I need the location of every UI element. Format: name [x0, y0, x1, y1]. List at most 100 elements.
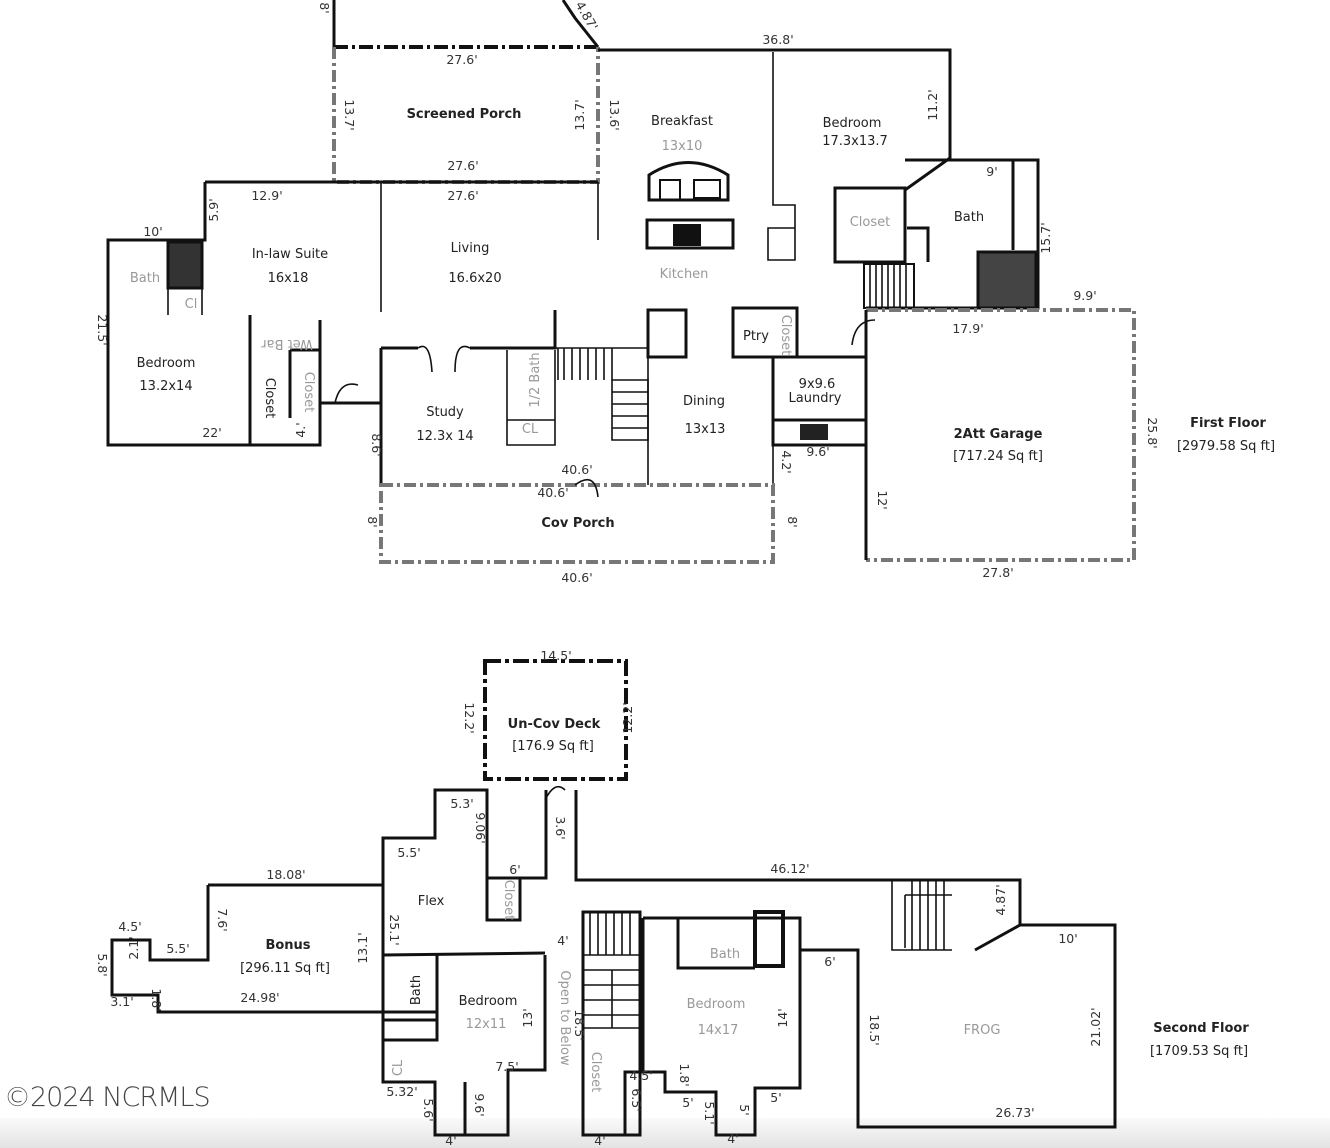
- room-label: Laundry: [789, 391, 842, 406]
- dimension-label: 2.1': [126, 936, 141, 959]
- room-label: Bath: [710, 947, 740, 962]
- dimension-label: 27.6': [447, 188, 478, 203]
- room-label: Kitchen: [660, 267, 709, 282]
- dimension-label: 4.87': [993, 884, 1008, 915]
- dimension-label: 12.9': [251, 188, 282, 203]
- room-size: 13.2x14: [139, 379, 192, 394]
- dimension-label: 6.5': [629, 1088, 644, 1111]
- dimension-label: 6': [824, 954, 835, 969]
- dimension-label: 9.06': [473, 812, 488, 843]
- dimension-label: 5.5': [166, 941, 189, 956]
- room-label: Flex: [418, 894, 445, 909]
- room-size: 12x11: [466, 1017, 507, 1032]
- room-label: Bath: [409, 975, 424, 1005]
- room-label: Screened Porch: [407, 107, 522, 122]
- room-label: Ptry: [743, 329, 769, 344]
- bottom-band: [0, 1118, 1330, 1148]
- room-label: Bath: [954, 210, 984, 225]
- room-label: CL: [522, 422, 539, 437]
- room-label: Open to Below: [557, 970, 572, 1066]
- dimension-label: 3.6': [553, 816, 568, 839]
- room-size: [717.24 Sq ft]: [953, 449, 1043, 464]
- dimension-label: 13': [520, 1008, 535, 1027]
- room-size: [296.11 Sq ft]: [240, 961, 330, 976]
- room-label: FROG: [964, 1023, 1001, 1038]
- room-label: Closet: [850, 215, 891, 230]
- dimension-label: 5.5': [397, 845, 420, 860]
- dimension-label: 12': [875, 490, 890, 509]
- dimension-label: 8': [785, 516, 800, 527]
- dimension-label: 27.6': [446, 52, 477, 67]
- room-label: Cl: [185, 297, 198, 312]
- dimension-label: 14.5': [540, 648, 571, 663]
- dimension-label: 21.02': [1088, 1007, 1103, 1046]
- room-label: Breakfast: [651, 114, 713, 129]
- dimension-label: 46.12': [770, 861, 809, 876]
- dimension-label: 8': [317, 2, 332, 13]
- dimension-label: 18.5': [867, 1014, 882, 1045]
- room-label: Closet: [262, 378, 277, 419]
- dimension-label: 13.7': [342, 99, 357, 130]
- dimension-label: 4.5': [118, 919, 141, 934]
- room-size: 16x18: [268, 271, 309, 286]
- room-label: 2Att Garage: [954, 427, 1043, 442]
- dimension-label: 6': [509, 862, 520, 877]
- dimension-label: 9.6': [472, 1093, 487, 1116]
- dimension-label: 5.6': [421, 1098, 436, 1121]
- room-size: 12.3x 14: [416, 429, 473, 444]
- dimension-label: 12.2': [462, 702, 477, 733]
- dimension-label: 17.9': [952, 321, 983, 336]
- dimension-label: 5': [682, 1095, 693, 1110]
- room-size: 13x10: [662, 139, 703, 154]
- dimension-label: 40.6': [561, 570, 592, 585]
- first-floor-walls: [106, 0, 1136, 564]
- dimension-label: 5.3': [450, 796, 473, 811]
- room-label: Closet: [501, 880, 516, 921]
- room-label: Bedroom: [137, 356, 196, 371]
- room-label: CL: [391, 1059, 406, 1076]
- dimension-label: 9.6': [806, 444, 829, 459]
- room-label: Bath: [130, 271, 160, 286]
- dimension-label: 13.6': [607, 99, 622, 130]
- dimension-label: 1.8': [149, 988, 164, 1011]
- room-label: Bedroom: [687, 997, 746, 1012]
- dimension-label: 11.2': [925, 89, 940, 120]
- room-size: 13x13: [685, 422, 726, 437]
- room-label: Study: [426, 405, 464, 420]
- room-label: Living: [451, 241, 490, 256]
- dimension-label: 4.87': [573, 0, 602, 33]
- dimension-label: 36.8': [762, 32, 793, 47]
- room-label: Dining: [683, 394, 725, 409]
- floor-area: [2979.58 Sq ft]: [1177, 439, 1275, 454]
- room-size: 16.6x20: [448, 271, 501, 286]
- dimension-label: 22': [202, 425, 221, 440]
- dimension-label: 10': [1058, 931, 1077, 946]
- dimension-label: 3.1': [110, 994, 133, 1009]
- room-size: 9x9.6: [799, 377, 836, 392]
- room-size: [176.9 Sq ft]: [512, 739, 594, 754]
- room-label: Closet: [301, 372, 316, 413]
- room-size: 17.3x13.7: [822, 134, 888, 149]
- dimension-label: 9': [986, 164, 997, 179]
- dimension-label: 5.8': [95, 953, 110, 976]
- dimension-label: 7.6': [215, 908, 230, 931]
- dimension-label: 27.8': [982, 565, 1013, 580]
- dimension-label: 4.2': [779, 450, 794, 473]
- dimension-label: 15.7': [1038, 222, 1053, 253]
- dimension-label: 21.5': [95, 314, 110, 345]
- room-label: Cov Porch: [541, 516, 614, 531]
- room-label: Closet: [588, 1052, 603, 1093]
- dimension-label: 25.1': [387, 914, 402, 945]
- dimension-label: 18.08': [266, 867, 305, 882]
- dimension-label: 4': [445, 1133, 456, 1148]
- dimension-label: 10': [143, 224, 162, 239]
- dimension-label: 40.6': [537, 485, 568, 500]
- room-label: Un-Cov Deck: [508, 717, 601, 732]
- watermark: ©2024 NCRMLS: [4, 1082, 210, 1113]
- dimension-label: 27.6': [447, 158, 478, 173]
- room-label: Bonus: [265, 938, 310, 953]
- dimension-label: 5.1': [702, 1101, 717, 1124]
- dimension-label: 5': [770, 1090, 781, 1105]
- dimension-label: 8.6': [369, 433, 384, 456]
